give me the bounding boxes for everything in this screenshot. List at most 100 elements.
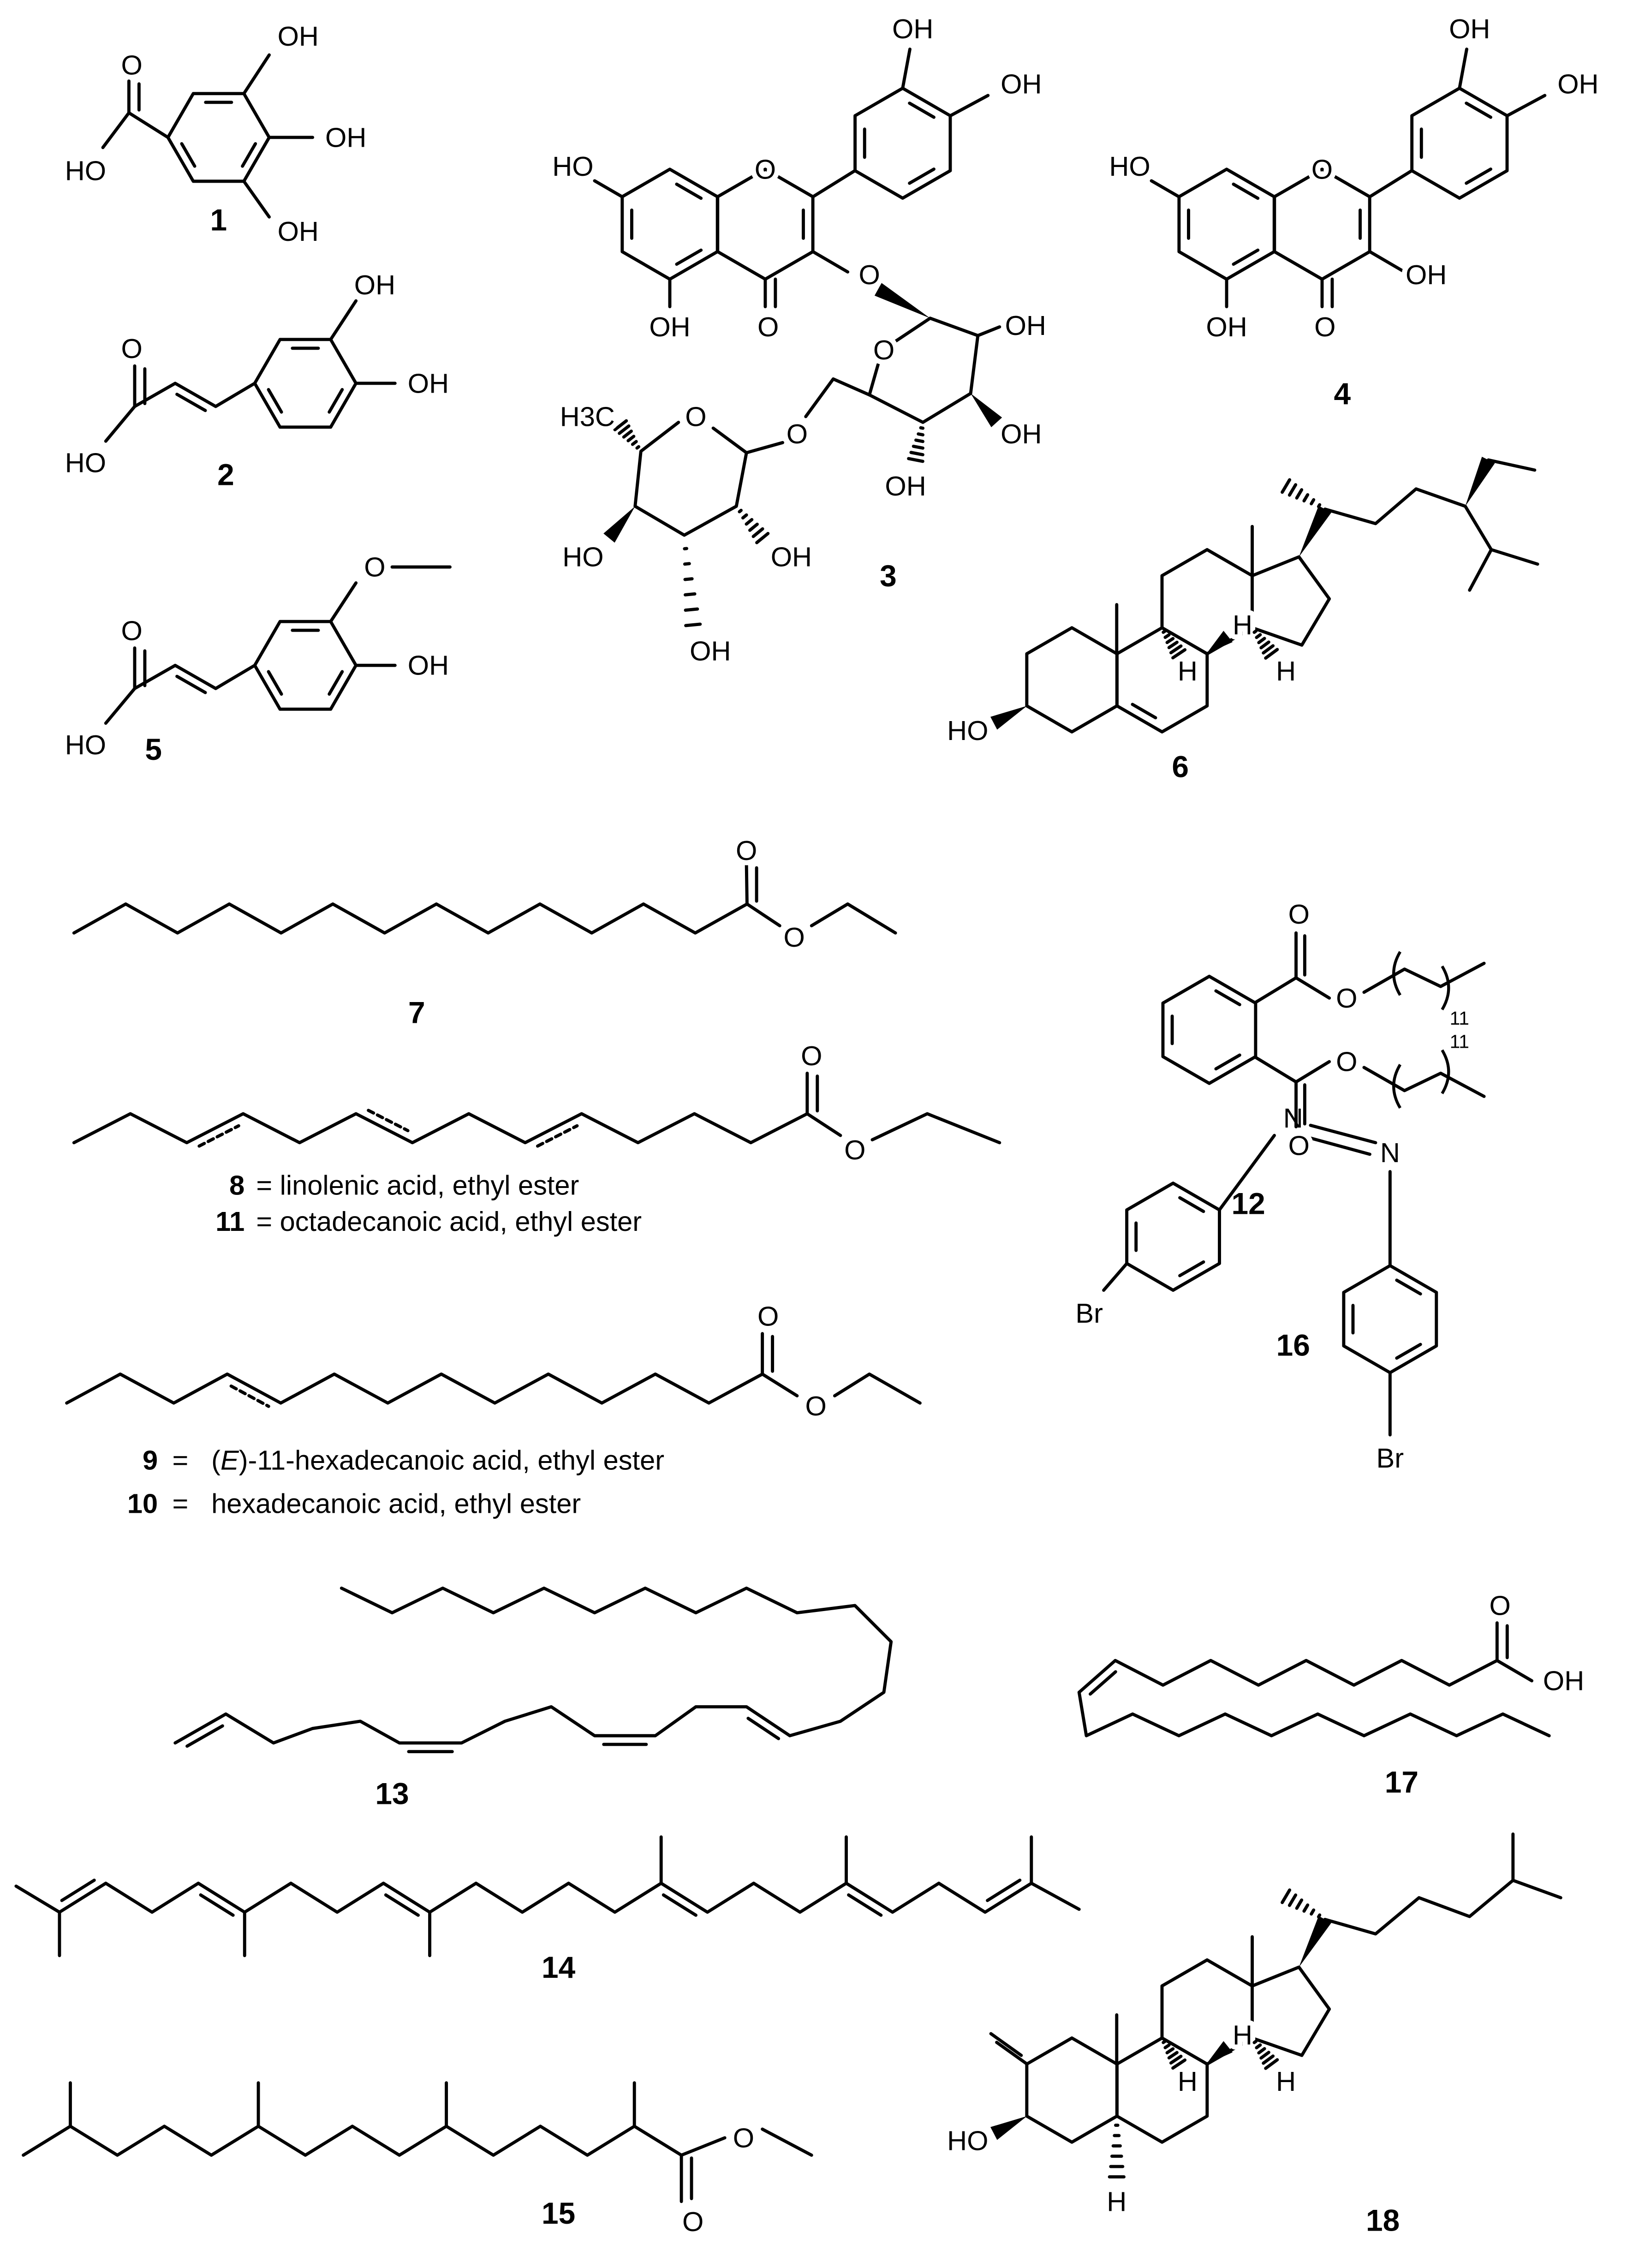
ring [620,167,719,281]
wedge-bond [1206,2041,1233,2064]
hashed-wedge-bond [1163,633,1171,639]
compound-number: 7 [408,996,425,1030]
hashed-wedge-bond [1310,498,1316,506]
atom-label: O [757,1301,779,1332]
hashed-wedge-bond [1287,483,1298,497]
double-bond [847,1893,883,1917]
atom-label: OH [1557,68,1598,99]
aromatic-double-bond [180,142,197,168]
ring [853,86,952,200]
atom-label: H [1276,2066,1296,2097]
bond [1309,1123,1377,1145]
atom-label: Br [1377,1443,1404,1474]
atom-label: O [1336,983,1357,1014]
atom-label: O [1288,899,1310,930]
compound-13: 13 [173,1587,893,1811]
atom-label: OH [1206,311,1247,342]
caption-number-10: 10 [127,1488,158,1519]
atom-label: OH [892,13,933,44]
compound-number: 6 [1172,750,1189,784]
bond [679,2136,727,2157]
caption-paren: ( [211,1444,221,1475]
bond [805,1112,842,1137]
atom-label: O [783,922,805,953]
atom-label: OH [1005,310,1046,341]
atom-label: O [682,2206,703,2237]
hashed-wedge-bond [1295,1898,1304,1910]
hashed-wedge-bond [741,513,748,520]
caption-9-10: 9 = (E)-11-hexadecanoic acid, ethyl este… [127,1444,664,1519]
aromatic-double-bond [241,142,257,168]
bond [811,169,857,198]
bond [976,325,1001,337]
hashed-wedge-bond [1262,644,1275,655]
wedge-bond [1206,631,1233,654]
compound-number: 18 [1366,2203,1400,2238]
compound-14: 14 [14,1835,1081,1984]
double-bond [229,1384,270,1408]
repeat-bracket [1441,1049,1450,1094]
compound-number: 15 [542,2196,575,2230]
bond [127,111,170,139]
wedge-bond [1465,456,1495,507]
aromatic-double-bond [1178,1260,1205,1277]
atom-label: N [1283,1103,1303,1134]
bond [1217,1134,1276,1212]
aromatic-double-bond [1214,1053,1241,1071]
bond [173,1587,893,1745]
bond [1323,1879,1562,1936]
aromatic-double-bond [1395,1343,1422,1360]
compound-number: 5 [145,732,162,766]
atom-label: OH [278,216,319,247]
bond [1254,1056,1298,1084]
atom-label: N [1380,1137,1400,1168]
bond [1490,548,1539,566]
bond [101,111,131,149]
atom-label: O [859,259,880,290]
wedge-bond [603,506,635,543]
hashed-wedge-bond [1255,2043,1262,2049]
hashed-wedge-bond [1169,644,1183,655]
aromatic-double-bond [908,167,936,185]
hashed-wedge-bond [1281,1888,1292,1904]
bond [1487,458,1537,472]
ring [166,92,271,183]
compound-number: 14 [542,1950,576,1984]
bond [804,377,871,418]
hashed-wedge-bond [1295,488,1304,500]
hashed-wedge-bond [1317,503,1322,508]
atom-label: O [1489,1590,1510,1621]
caption-number: 8 [229,1170,244,1201]
atom-label: O [873,334,894,365]
compound-number: 12 [1231,1186,1265,1220]
hashed-wedge-bond [1162,2040,1167,2044]
bond [745,902,781,927]
atom-label: HO [65,729,106,760]
aromatic-double-bond [1465,167,1492,185]
bond [810,902,897,935]
atom-label: O [844,1134,865,1165]
bond [745,863,749,906]
bond [133,663,256,690]
bond [1102,1262,1129,1292]
double-bond [175,674,207,694]
bond [1077,1690,1551,1737]
compound-number: 2 [217,457,234,491]
atom-label: H3C [560,401,615,432]
atom-label: H [1276,656,1296,686]
ring [1025,626,1119,734]
atom-label: O [1311,154,1333,185]
bond [65,1372,764,1405]
bond [329,299,358,341]
hashed-wedge-bond [1264,2058,1279,2070]
hashed-wedge-bond [626,435,636,442]
atom-label: OH [354,269,395,300]
aromatic-double-bond [328,670,344,696]
hashed-wedge-bond [1169,2054,1183,2065]
atom-label: OH [649,311,690,342]
hashed-wedge-bond [917,432,925,436]
